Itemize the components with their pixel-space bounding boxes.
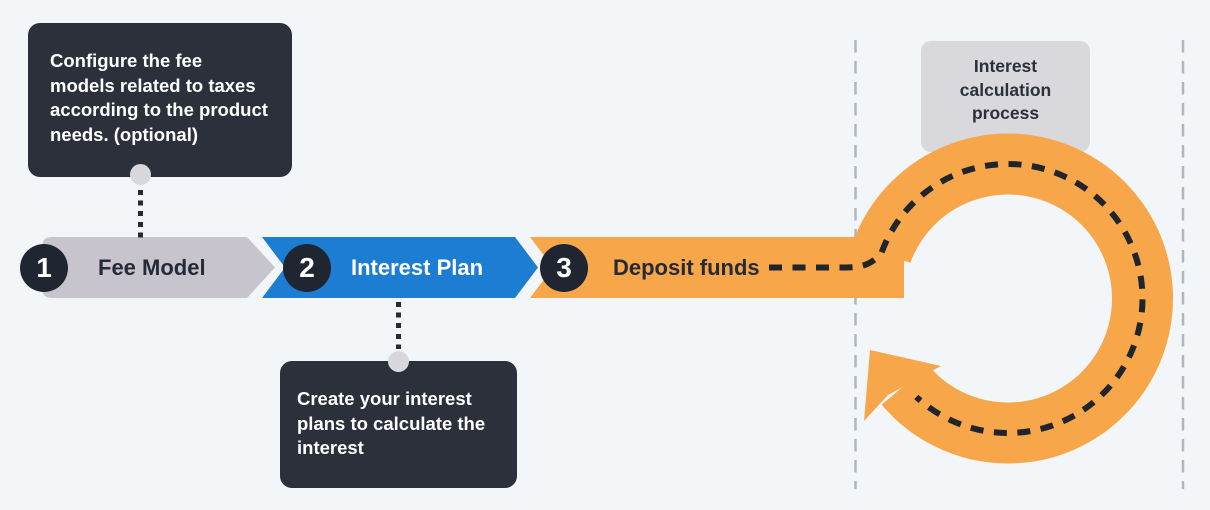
callout-text-line: plans to calculate the — [297, 412, 486, 434]
step2-label: Interest Plan — [351, 254, 484, 280]
callout1-connector-dot — [129, 163, 151, 185]
callout2-dotted-stem — [396, 302, 401, 349]
cycle-arrowhead — [864, 350, 941, 421]
callout1-dotted-stem — [137, 190, 143, 238]
step2-number-badge: 2 — [283, 243, 331, 292]
cycle-label-line: Interest — [973, 56, 1038, 76]
callout-text-line: models related to taxes — [50, 74, 256, 96]
step3-label: Deposit funds — [613, 254, 760, 280]
flow-dashed-path — [769, 161, 1146, 436]
callout2-connector-dot — [388, 350, 409, 372]
callout-interest-plan: Create your interest plans to calculate … — [280, 361, 517, 488]
step1-chevron-bar — [42, 237, 275, 298]
step1-number-badge: 1 — [20, 243, 68, 292]
callout-text-line: Create your interest — [297, 388, 472, 409]
step1-label: Fee Model — [98, 254, 206, 280]
step3-number-badge: 3 — [540, 243, 588, 292]
callout-text-line: needs. (optional) — [50, 123, 198, 145]
step3-chevron-bar — [530, 237, 904, 298]
cycle-label-line: process — [971, 103, 1040, 123]
callout-text-line: according to the product — [50, 99, 268, 120]
callout-fee-model: Configure the fee models related to taxe… — [28, 23, 292, 177]
callout-text-line: Configure the fee — [50, 50, 203, 71]
cycle-label-line: calculation — [959, 79, 1052, 100]
step2-chevron-bar — [262, 237, 538, 298]
callout-text-line: interest — [297, 437, 364, 458]
